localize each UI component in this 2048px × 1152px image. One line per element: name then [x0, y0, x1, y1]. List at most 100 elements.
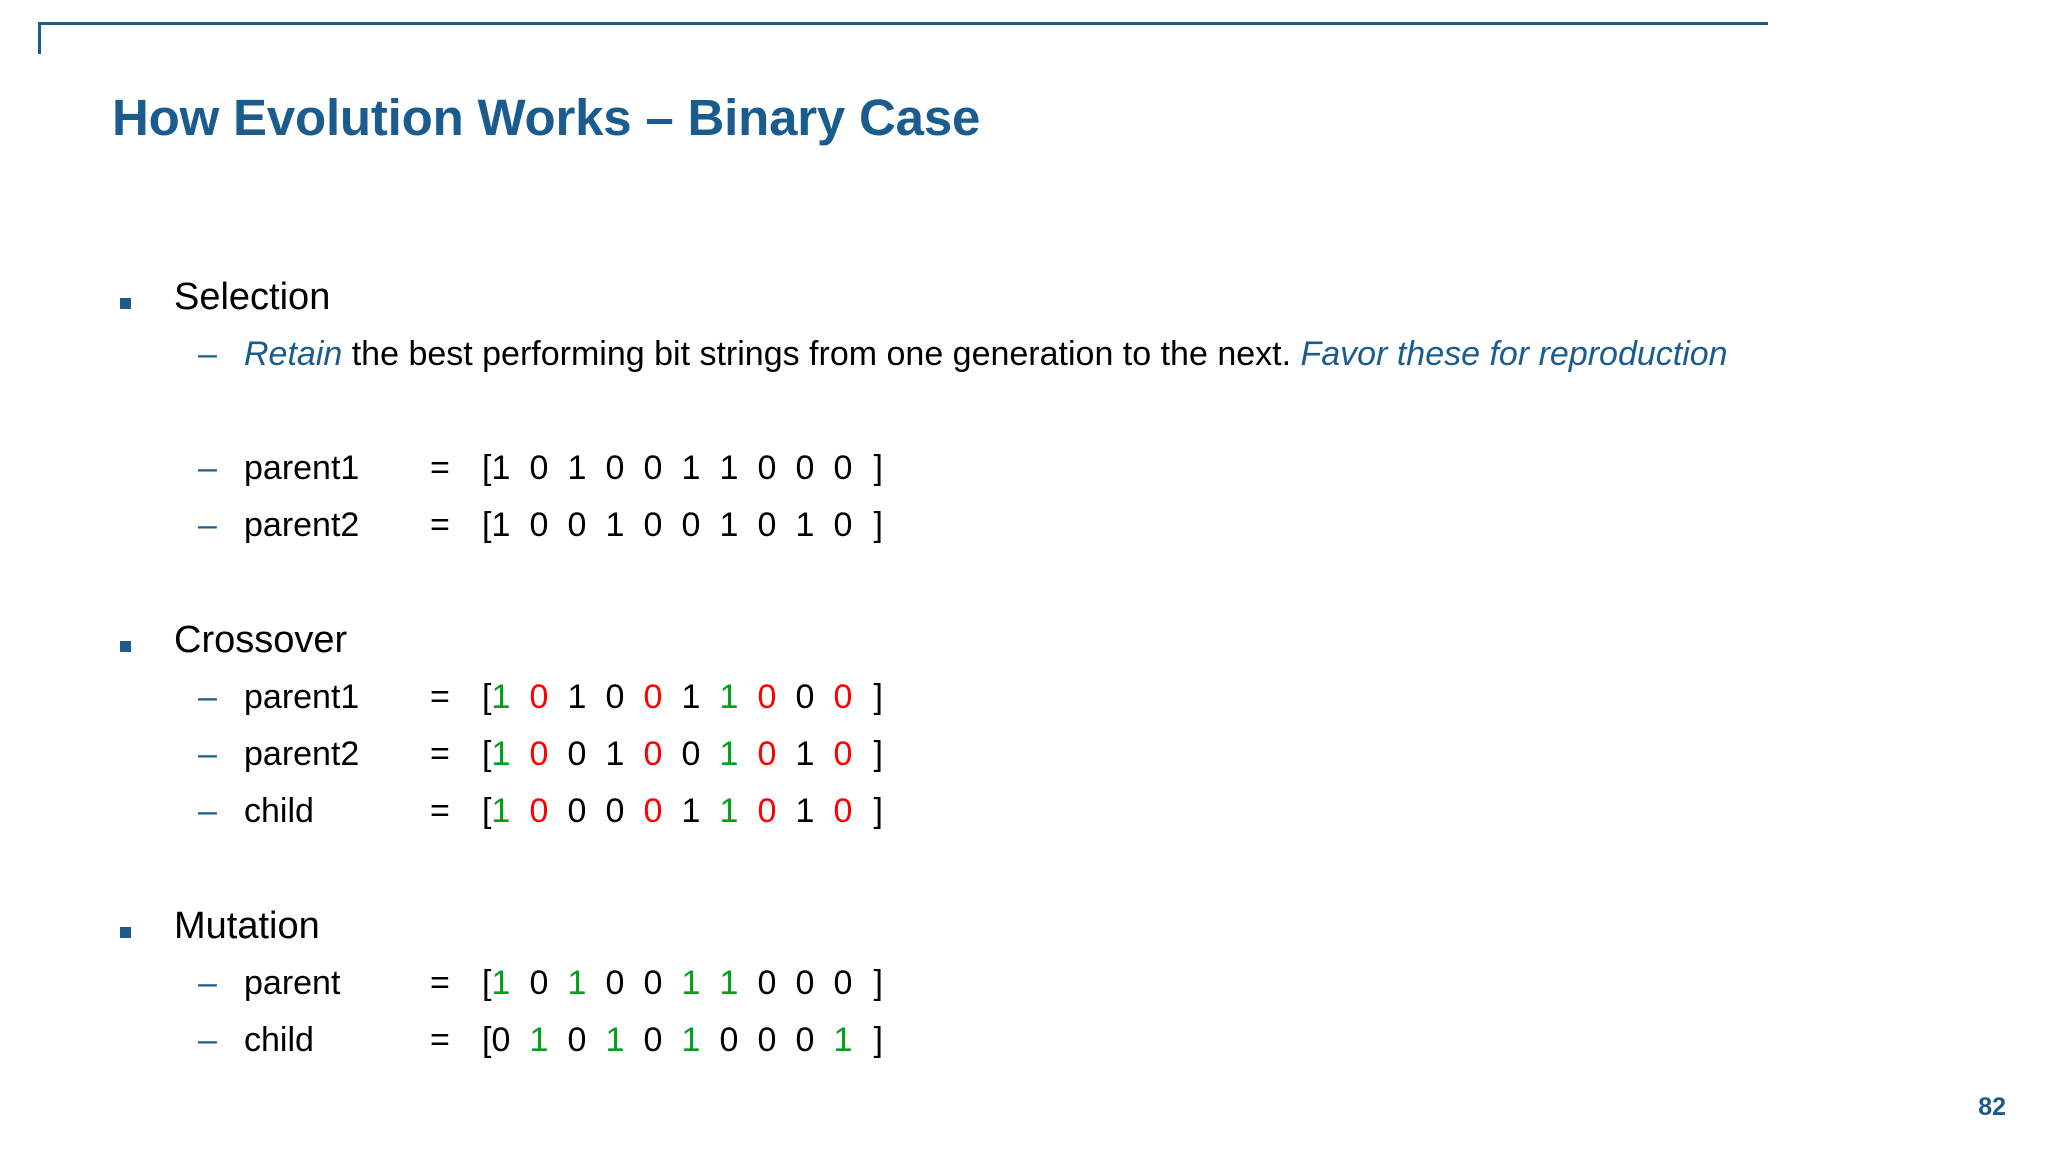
bit-row-label: child: [244, 1021, 314, 1059]
dash-bullet-icon: –: [198, 964, 217, 1002]
bit-row-label: parent1: [244, 678, 360, 716]
dash-bullet-icon: –: [198, 678, 217, 716]
page-number: 82: [1978, 1093, 2006, 1121]
bit-4: 0: [643, 449, 663, 487]
bit-2: 0: [567, 1021, 587, 1059]
section-spacer: [0, 844, 2048, 901]
bit-4: 0: [643, 964, 663, 1002]
bit-5: 1: [681, 792, 701, 830]
open-bracket: [: [482, 792, 492, 830]
selection-description-line: – Retain the best performing bit strings…: [0, 330, 2048, 444]
selection-desc-part2: the best performing bit strings from one…: [342, 335, 1301, 373]
bit-8: 1: [795, 506, 815, 544]
bit-7: 0: [757, 964, 777, 1002]
bit-1: 0: [529, 792, 549, 830]
bit-7: 0: [757, 678, 777, 716]
bit-1: 0: [529, 735, 549, 773]
bit-6: 1: [719, 506, 739, 544]
bit-3: 0: [605, 792, 625, 830]
close-bracket: ]: [873, 678, 883, 716]
bit-6: 0: [719, 1021, 739, 1059]
open-bracket: [: [482, 1021, 492, 1059]
bit-1: 0: [529, 506, 549, 544]
close-bracket: ]: [873, 449, 883, 487]
bit-9: 0: [833, 735, 853, 773]
bit-row-label: parent2: [244, 735, 360, 773]
bit-row-label: parent: [244, 964, 341, 1002]
bit-2: 0: [567, 735, 587, 773]
bit-5: 0: [681, 506, 701, 544]
section-title-mutation: Mutation: [174, 905, 320, 947]
bit-8: 0: [795, 449, 815, 487]
section-title-selection: Selection: [174, 276, 331, 318]
open-bracket: [: [482, 678, 492, 716]
bit-row-label: parent1: [244, 449, 360, 487]
section-header-mutation: Mutation: [0, 901, 2048, 959]
section-header-crossover: Crossover: [0, 615, 2048, 673]
bit-8: 0: [795, 964, 815, 1002]
bit-1: 1: [529, 1021, 549, 1059]
bit-row-equals: =: [430, 964, 450, 1002]
bit-4: 0: [643, 1021, 663, 1059]
bit-9: 0: [833, 964, 853, 1002]
section-selection: Selection – Retain the best performing b…: [0, 272, 2048, 558]
bit-6: 1: [719, 792, 739, 830]
bit-7: 0: [757, 506, 777, 544]
bit-6: 1: [719, 678, 739, 716]
bit-0: 1: [491, 449, 511, 487]
bit-row-equals: =: [430, 1021, 450, 1059]
bit-0: 0: [491, 1021, 511, 1059]
selection-description: Retain the best performing bit strings f…: [244, 330, 1744, 378]
open-bracket: [: [482, 506, 492, 544]
bit-5: 0: [681, 735, 701, 773]
bit-row-equals: =: [430, 506, 450, 544]
bit-row-equals: =: [430, 449, 450, 487]
bit-0: 1: [491, 678, 511, 716]
bit-5: 1: [681, 1021, 701, 1059]
bit-0: 1: [491, 506, 511, 544]
bit-3: 0: [605, 678, 625, 716]
bit-3: 0: [605, 449, 625, 487]
bit-8: 1: [795, 735, 815, 773]
bit-8: 0: [795, 678, 815, 716]
square-bullet-icon: [120, 927, 131, 938]
bit-5: 1: [681, 449, 701, 487]
bit-9: 0: [833, 506, 853, 544]
dash-bullet-icon: –: [198, 506, 217, 544]
bit-row-label: child: [244, 792, 314, 830]
bit-7: 0: [757, 449, 777, 487]
dash-bullet-icon: –: [198, 335, 217, 373]
page-title: How Evolution Works – Binary Case: [112, 89, 981, 146]
square-bullet-icon: [120, 298, 131, 309]
bit-3: 1: [605, 735, 625, 773]
bit-8: 0: [795, 1021, 815, 1059]
bit-6: 1: [719, 964, 739, 1002]
open-bracket: [: [482, 449, 492, 487]
bit-0: 1: [491, 964, 511, 1002]
dash-bullet-icon: –: [198, 449, 217, 487]
selection-desc-part3: Favor these for reproduction: [1300, 335, 1728, 373]
bit-2: 0: [567, 792, 587, 830]
bit-row-equals: =: [430, 678, 450, 716]
bit-row-label: parent2: [244, 506, 360, 544]
close-bracket: ]: [873, 1021, 883, 1059]
slide-body: Selection – Retain the best performing b…: [0, 272, 2048, 1073]
bit-2: 1: [567, 449, 587, 487]
bit-2: 1: [567, 678, 587, 716]
bit-9: 0: [833, 678, 853, 716]
close-bracket: ]: [873, 964, 883, 1002]
section-header-selection: Selection: [0, 272, 2048, 330]
bit-4: 0: [643, 678, 663, 716]
close-bracket: ]: [873, 506, 883, 544]
dash-bullet-icon: –: [198, 735, 217, 773]
bit-6: 1: [719, 735, 739, 773]
bit-row-equals: =: [430, 792, 450, 830]
close-bracket: ]: [873, 735, 883, 773]
